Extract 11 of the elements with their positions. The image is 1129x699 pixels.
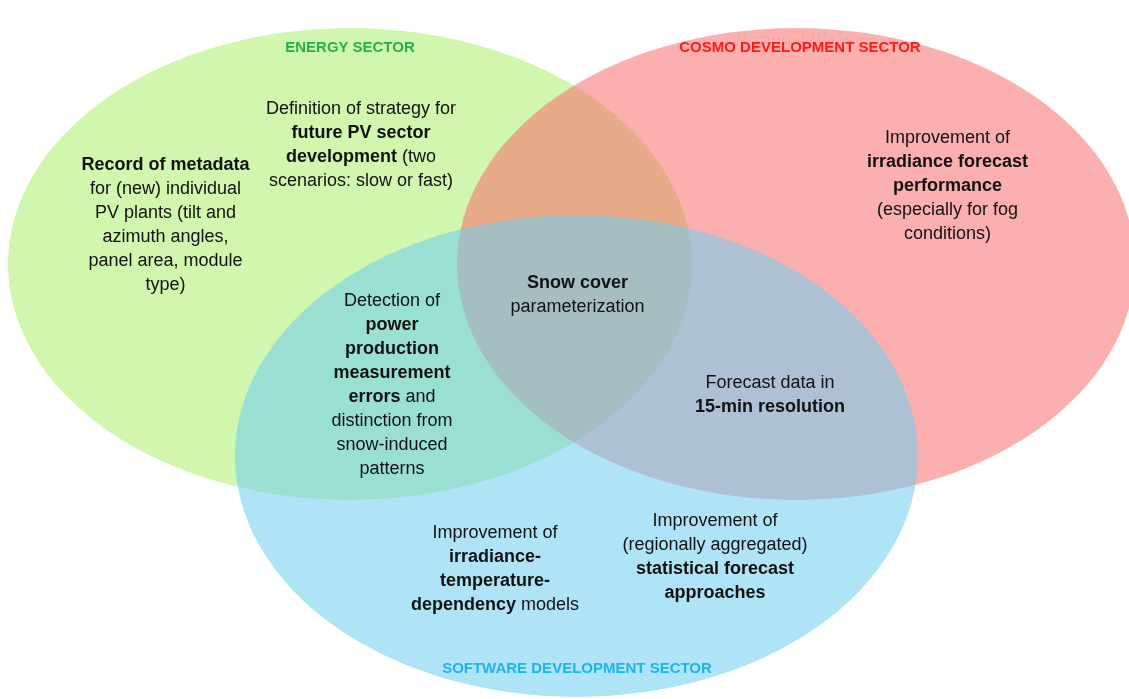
region-text: Improvement of (regionally aggregated) statistical forecast approaches [621, 509, 809, 604]
sector-title: SOFTWARE DEVELOPMENT SECTOR [441, 658, 713, 678]
region-text: Improvement of irradiance-temperature-dependency models [409, 521, 581, 616]
sector-title: ENERGY SECTOR [284, 37, 416, 57]
region-text: Detection of power production measurement errors and distinction from snow-induced patterns [330, 289, 454, 480]
region-text: Improvement of irradiance forecast performance (especially for fog conditions) [865, 126, 1030, 245]
region-text: Forecast data in 15-min resolution [694, 371, 846, 418]
region-text: Definition of strategy for future PV sector development (two scenarios: slow or fast) [264, 97, 458, 192]
region-text: Record of metadata for (new) individual PV plants (tilt and azimuth angles, panel area, module type) [80, 153, 251, 296]
region-text: Snow cover parameterization [509, 271, 646, 318]
sector-title: COSMO DEVELOPMENT SECTOR [678, 37, 922, 57]
